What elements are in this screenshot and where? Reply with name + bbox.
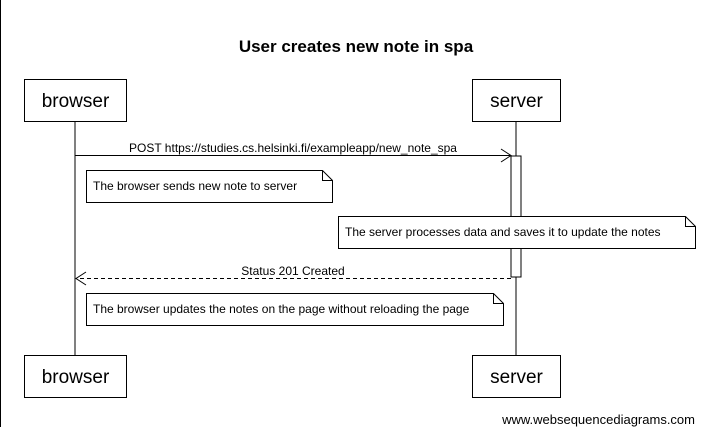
watermark: www.websequencediagrams.com: [501, 412, 695, 427]
participant-browser-bottom: browser: [24, 355, 127, 398]
arrowhead-open: [500, 148, 512, 163]
note-fold: [685, 216, 696, 227]
participant-server-bottom: server: [472, 355, 561, 398]
note-label: The browser sends new note to server: [93, 179, 297, 193]
arrowhead-open: [75, 271, 87, 286]
participant-server-top: server: [472, 79, 561, 122]
note-browser-sends: The browser sends new note to server: [86, 170, 333, 203]
participant-label: server: [490, 367, 543, 388]
participant-label: browser: [42, 367, 110, 388]
note-fold: [322, 170, 333, 181]
note-label: The browser updates the notes on the pag…: [93, 302, 470, 316]
message-label: POST https://studies.cs.helsinki.fi/exam…: [129, 141, 457, 155]
note-fold: [493, 293, 504, 304]
message-status-201: Status 201 Created: [75, 264, 511, 286]
diagram-title: User creates new note in spa: [239, 37, 474, 56]
note-label: The server processes data and saves it t…: [345, 225, 661, 239]
message-label: Status 201 Created: [241, 264, 344, 278]
note-browser-updates: The browser updates the notes on the pag…: [86, 293, 504, 326]
participant-label: browser: [42, 91, 110, 112]
participant-label: server: [490, 91, 543, 112]
note-server-processes: The server processes data and saves it t…: [338, 216, 696, 249]
message-post: POST https://studies.cs.helsinki.fi/exam…: [75, 141, 512, 163]
participant-browser-top: browser: [24, 79, 127, 122]
